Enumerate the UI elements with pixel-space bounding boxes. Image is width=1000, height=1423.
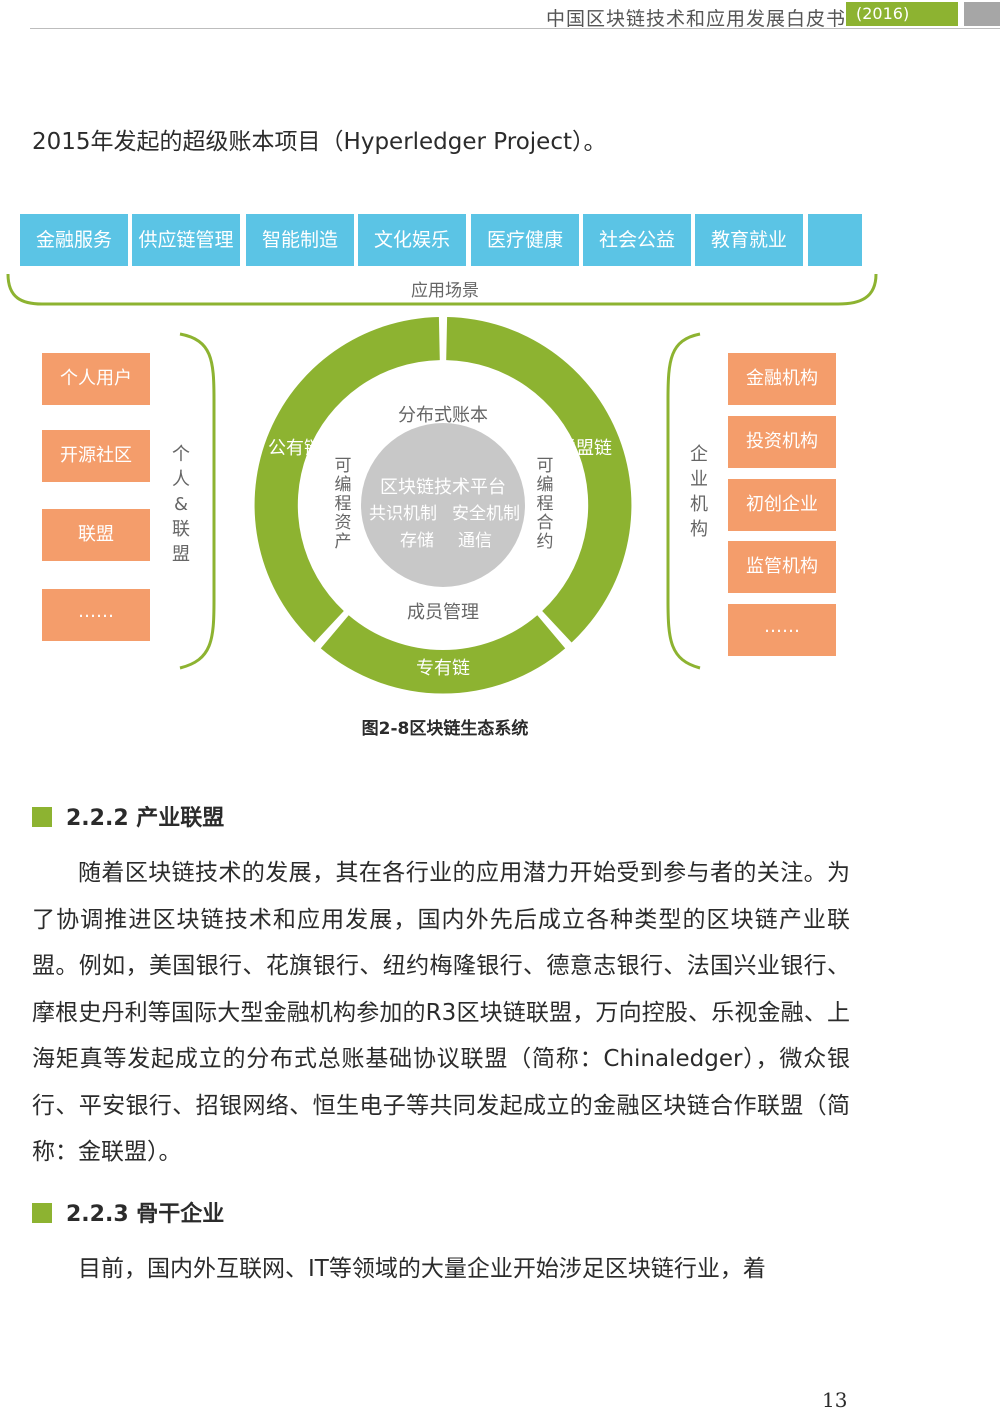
public-chain-label: 公有链 — [268, 438, 322, 459]
core-security-label: 安全机制 — [452, 504, 520, 524]
app-box — [808, 214, 862, 266]
ring-public-chain — [254, 317, 440, 643]
figure-caption: 图2-8区块链生态系统 — [361, 719, 529, 739]
right-item-box: 初创企业 — [728, 479, 836, 531]
app-box: 文化娱乐 — [358, 214, 466, 266]
section-title: 2.2.3 骨干企业 — [66, 1202, 225, 1227]
programmable-assets-label: 可编程资产 — [334, 456, 352, 552]
paragraph-text: 目前，国内外互联网、IT等领域的大量企业开始涉足区块链行业，着 — [78, 1256, 766, 1282]
core-storage-label: 存储 — [400, 531, 434, 551]
right-item-box: …… — [728, 604, 836, 656]
core-consensus-label: 共识机制 — [369, 504, 437, 524]
section-title: 2.2.2 产业联盟 — [66, 806, 225, 831]
section-bullet-square — [32, 1203, 52, 1223]
core-communication-label: 通信 — [458, 531, 492, 551]
core-platform-circle — [361, 423, 525, 587]
app-box: 社会公益 — [583, 214, 691, 266]
distributed-ledger-label: 分布式账本 — [398, 405, 488, 426]
programmable-contracts-label: 可编程合约 — [536, 456, 554, 552]
right-item-box: 金融机构 — [728, 353, 836, 405]
header-year-badge: (2016) — [846, 2, 958, 26]
right-item-box: 投资机构 — [728, 416, 836, 468]
ring-private-chain — [320, 615, 566, 694]
consortium-chain-label: 联盟链 — [558, 438, 612, 459]
apps-label: 应用场景 — [411, 281, 479, 301]
core-platform-title: 区块链技术平台 — [380, 477, 506, 498]
app-box: 供应链管理 — [132, 214, 240, 266]
right-bracket — [666, 332, 701, 670]
left-item-box: 开源社区 — [42, 430, 150, 482]
section-223-paragraph: 目前，国内外互联网、IT等领域的大量企业开始涉足区块链行业，着 — [32, 1246, 850, 1293]
section-bullet-square — [32, 807, 52, 827]
left-item-box: 个人用户 — [42, 353, 150, 405]
right-group-label: 企业机构 — [690, 444, 708, 540]
section-heading-222: 2.2.2 产业联盟 — [32, 800, 224, 832]
member-management-label: 成员管理 — [407, 602, 479, 623]
app-box: 智能制造 — [246, 214, 354, 266]
paragraph-text: 随着区块链技术的发展，其在各行业的应用潜力开始受到参与者的关注。为了协调推进区块… — [32, 860, 850, 1165]
header-gray-block — [964, 2, 1000, 26]
left-item-box: 联盟 — [42, 509, 150, 561]
header-title: 中国区块链技术和应用发展白皮书 — [545, 8, 846, 30]
app-box: 金融服务 — [20, 214, 128, 266]
private-chain-label: 专有链 — [416, 658, 470, 679]
intro-text: 2015年发起的超级账本项目（Hyperledger Project）。 — [32, 129, 607, 155]
app-box: 教育就业 — [695, 214, 803, 266]
ring-consortium-chain — [446, 317, 632, 643]
section-heading-223: 2.2.3 骨干企业 — [32, 1196, 224, 1228]
left-group-label: 个人&联盟 — [172, 444, 190, 565]
app-box: 医疗健康 — [471, 214, 579, 266]
section-222-paragraph: 随着区块链技术的发展，其在各行业的应用潜力开始受到参与者的关注。为了协调推进区块… — [32, 850, 850, 1176]
page-number: 13 — [822, 1388, 848, 1412]
right-item-box: 监管机构 — [728, 541, 836, 593]
header-divider — [30, 28, 1000, 29]
left-item-box: …… — [42, 589, 150, 641]
left-bracket — [179, 332, 216, 670]
apps-brace — [6, 273, 878, 306]
